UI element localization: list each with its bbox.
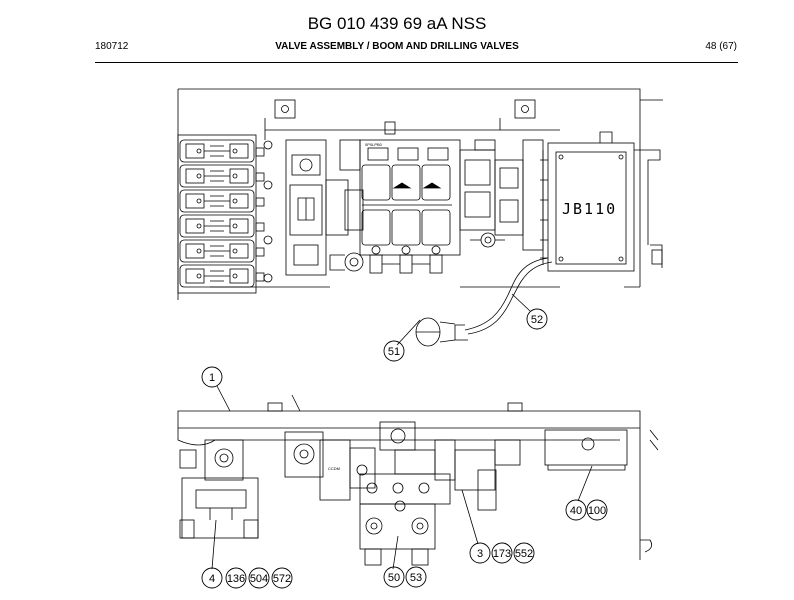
leader-lines: [211, 293, 593, 570]
cable: [415, 257, 553, 347]
callout-bubbles: 52 51 1 40 100 3 173 552 4 136 504 572 5…: [201, 308, 608, 589]
svg-text:0P0LPB0: 0P0LPB0: [365, 142, 383, 147]
section-title: VALVE ASSEMBLY / BOOM AND DRILLING VALVE…: [275, 41, 519, 52]
side-view: CCDM: [177, 394, 659, 566]
callout: 51: [388, 346, 400, 358]
callout: 53: [410, 572, 422, 584]
valve-bank: 0P0LPB0: [359, 121, 461, 274]
header-rule: [95, 62, 738, 63]
right-valve-cluster: [459, 139, 544, 251]
page-number: 48 (67): [705, 41, 737, 52]
callout: 52: [531, 314, 543, 326]
junction-box-label: JB110: [562, 200, 617, 218]
svg-text:CCDM: CCDM: [328, 466, 340, 471]
top-view: 0P0LPB0 JB110: [177, 88, 663, 347]
callout: 552: [515, 548, 533, 560]
callout: 4: [209, 573, 215, 585]
callout: 50: [388, 572, 400, 584]
callout: 100: [588, 505, 606, 517]
left-valve-stack: [177, 134, 273, 294]
center-solenoid-block: [285, 139, 364, 276]
callout: 504: [250, 573, 268, 585]
callout: 40: [570, 505, 582, 517]
callout: 1: [209, 372, 215, 384]
callout: 136: [227, 573, 245, 585]
callout: 173: [493, 548, 511, 560]
junction-box-jb110: JB110: [540, 131, 663, 272]
date-code: 180712: [95, 41, 129, 52]
callout: 572: [273, 573, 291, 585]
document-number: BG 010 439 69 aA NSS: [307, 14, 487, 33]
callout: 3: [477, 548, 483, 560]
